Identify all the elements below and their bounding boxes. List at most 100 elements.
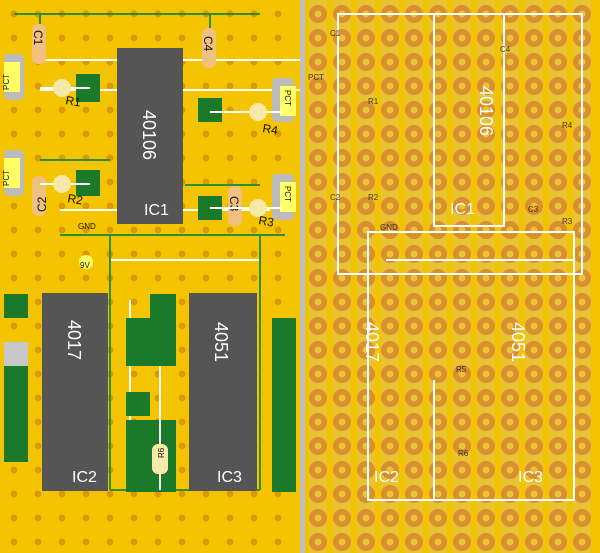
copper-pad-hole bbox=[362, 154, 370, 162]
copper-pad-hole bbox=[458, 58, 466, 66]
board-hole bbox=[250, 538, 258, 546]
board-hole bbox=[106, 514, 114, 522]
copper-pad-hole bbox=[554, 370, 562, 378]
copper-pad-hole bbox=[458, 250, 466, 258]
copper-pad-hole bbox=[410, 106, 418, 114]
copper-pad-hole bbox=[482, 250, 490, 258]
copper-pad-hole bbox=[314, 418, 322, 426]
copper-pad-hole bbox=[530, 466, 538, 474]
copper-pad-hole bbox=[482, 514, 490, 522]
board-hole bbox=[34, 346, 42, 354]
copper-pad-hole bbox=[434, 34, 442, 42]
copper-pad-hole bbox=[362, 82, 370, 90]
copper-pad-hole bbox=[506, 82, 514, 90]
copper-pad-hole bbox=[314, 274, 322, 282]
pot-2: PCT bbox=[2, 150, 24, 196]
board-hole bbox=[106, 178, 114, 186]
copper-pad-hole bbox=[338, 514, 346, 522]
copper-pad-hole bbox=[578, 514, 586, 522]
copper-pad-hole bbox=[554, 394, 562, 402]
copper-pad-hole bbox=[314, 538, 322, 546]
board-hole bbox=[34, 490, 42, 498]
board-hole bbox=[82, 106, 90, 114]
board-hole bbox=[34, 226, 42, 234]
copper-pad-hole bbox=[386, 442, 394, 450]
copper-strip bbox=[477, 0, 495, 553]
copper-pad-hole bbox=[410, 202, 418, 210]
board-hole bbox=[178, 418, 186, 426]
board-hole bbox=[274, 514, 282, 522]
copper-pad-hole bbox=[554, 178, 562, 186]
board-hole bbox=[202, 178, 210, 186]
copper-pad-hole bbox=[482, 418, 490, 426]
copper-pad-hole bbox=[578, 538, 586, 546]
ic2-ref: IC2 bbox=[72, 469, 97, 486]
copper-pad-hole bbox=[434, 274, 442, 282]
ic3-chip: 4051 IC3 bbox=[189, 293, 257, 491]
copper-pad-hole bbox=[434, 154, 442, 162]
board-hole bbox=[106, 82, 114, 90]
pot-3: PCT bbox=[272, 78, 296, 122]
copper-pad-hole bbox=[482, 178, 490, 186]
copper-pad-hole bbox=[458, 34, 466, 42]
copper-pad-hole bbox=[314, 58, 322, 66]
board-hole bbox=[202, 274, 210, 282]
copper-pad-hole bbox=[314, 394, 322, 402]
right-ghost-labels: GND R1 R2 R3 R4 R5 R6 C1 C2 C3 C4 PCT bbox=[308, 29, 573, 458]
copper-pad-hole bbox=[458, 538, 466, 546]
board-hole bbox=[130, 370, 138, 378]
copper-pad-hole bbox=[314, 466, 322, 474]
board-hole bbox=[34, 274, 42, 282]
resistor-r1: R1 bbox=[40, 79, 90, 110]
board-hole bbox=[274, 34, 282, 42]
copper-pad-hole bbox=[386, 394, 394, 402]
copper-pad-hole bbox=[458, 514, 466, 522]
copper-pad-hole bbox=[482, 274, 490, 282]
copper-pad-hole bbox=[554, 346, 562, 354]
board-hole bbox=[130, 34, 138, 42]
right-r5-label: R5 bbox=[456, 365, 467, 374]
copper-pad-hole bbox=[410, 442, 418, 450]
copper-pad-hole bbox=[434, 490, 442, 498]
copper-pad-hole bbox=[482, 490, 490, 498]
board-hole bbox=[10, 34, 18, 42]
board-hole bbox=[154, 514, 162, 522]
copper-pad-hole bbox=[434, 322, 442, 330]
copper-pad-hole bbox=[506, 34, 514, 42]
board-hole bbox=[226, 226, 234, 234]
copper-pad-hole bbox=[458, 370, 466, 378]
copper-strip bbox=[333, 0, 351, 553]
copper-pad-hole bbox=[530, 346, 538, 354]
copper-pad-hole bbox=[386, 34, 394, 42]
copper-pad-hole bbox=[530, 490, 538, 498]
copper-pad-hole bbox=[554, 538, 562, 546]
right-r6-label: R6 bbox=[458, 449, 469, 458]
copper-pad-hole bbox=[362, 514, 370, 522]
copper-pad-hole bbox=[554, 58, 562, 66]
pot-4-label: PCT bbox=[283, 186, 292, 202]
board-hole bbox=[82, 490, 90, 498]
copper-pad-hole bbox=[482, 106, 490, 114]
r6-label: R6 bbox=[157, 447, 166, 458]
copper-pad-hole bbox=[506, 346, 514, 354]
copper-pad-hole bbox=[530, 394, 538, 402]
board-hole bbox=[130, 226, 138, 234]
copper-pad-hole bbox=[458, 418, 466, 426]
copper-pad-hole bbox=[386, 202, 394, 210]
copper-pad-hole bbox=[314, 202, 322, 210]
board-hole bbox=[250, 226, 258, 234]
copper-pad-hole bbox=[530, 274, 538, 282]
copper-pad-hole bbox=[506, 442, 514, 450]
copper-pad-hole bbox=[554, 202, 562, 210]
board-hole bbox=[58, 490, 66, 498]
board-hole bbox=[178, 442, 186, 450]
board-hole bbox=[10, 274, 18, 282]
board-hole bbox=[226, 274, 234, 282]
board-hole bbox=[202, 514, 210, 522]
copper-pad-hole bbox=[458, 178, 466, 186]
board-hole bbox=[154, 490, 162, 498]
copper-pad-hole bbox=[386, 58, 394, 66]
board-hole bbox=[178, 274, 186, 282]
copper-pad-hole bbox=[338, 346, 346, 354]
